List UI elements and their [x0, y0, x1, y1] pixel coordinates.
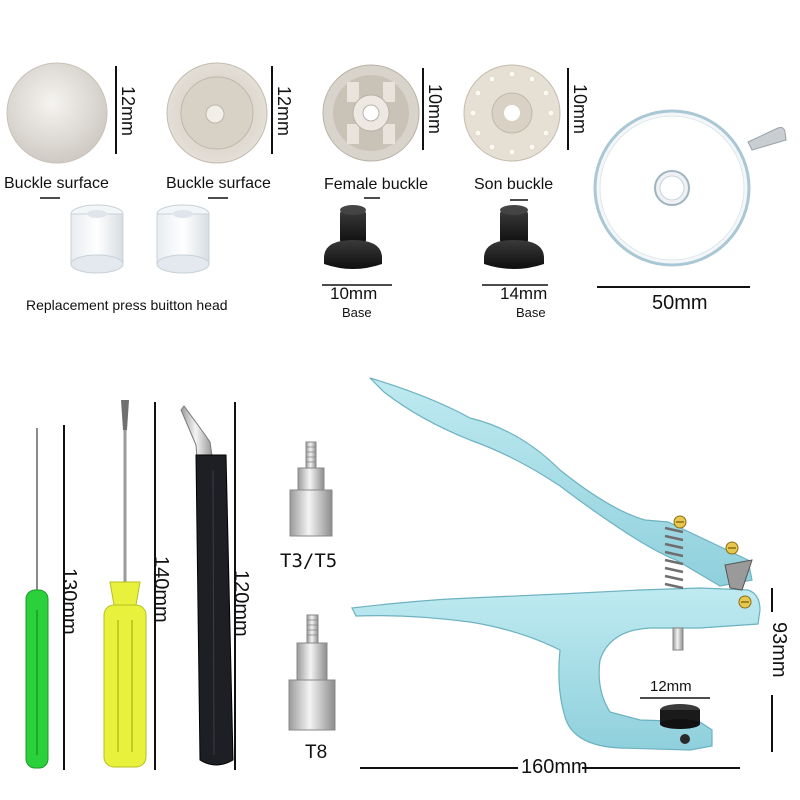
plier-opening-dimension: 12mm — [650, 678, 692, 695]
base-left-dimension: 10mm — [330, 284, 378, 303]
plier-height-dimension: 93mm — [768, 622, 790, 678]
buckle-surface-1-label: Buckle surface — [4, 175, 109, 192]
plier-width-dimension: 160mm — [521, 756, 588, 778]
buckle-surface-1-dimension: 12mm — [118, 86, 138, 137]
die-small-label: T3/T5 — [280, 550, 338, 572]
screwdriver-dimension: 140mm — [150, 556, 172, 623]
tweezers-dimension: 120mm — [230, 570, 252, 637]
buckle-surface-2-label: Buckle surface — [166, 175, 271, 192]
base-left-caption: Base — [342, 305, 372, 320]
base-right-caption: Base — [516, 305, 546, 320]
die-large-label: T8 — [305, 742, 328, 763]
buckle-surface-2-dimension: 12mm — [274, 86, 294, 137]
base-right-dimension: 14mm — [500, 284, 548, 303]
female-buckle-label: Female buckle — [324, 176, 429, 193]
press-head-caption: Replacement press buitton head — [26, 297, 228, 313]
tape-measure-dimension: 50mm — [652, 292, 708, 314]
son-buckle-dimension: 10mm — [570, 84, 590, 135]
awl-dimension: 130mm — [58, 568, 80, 635]
female-buckle-dimension: 10mm — [425, 84, 445, 135]
son-buckle-label: Son buckle — [474, 176, 554, 193]
